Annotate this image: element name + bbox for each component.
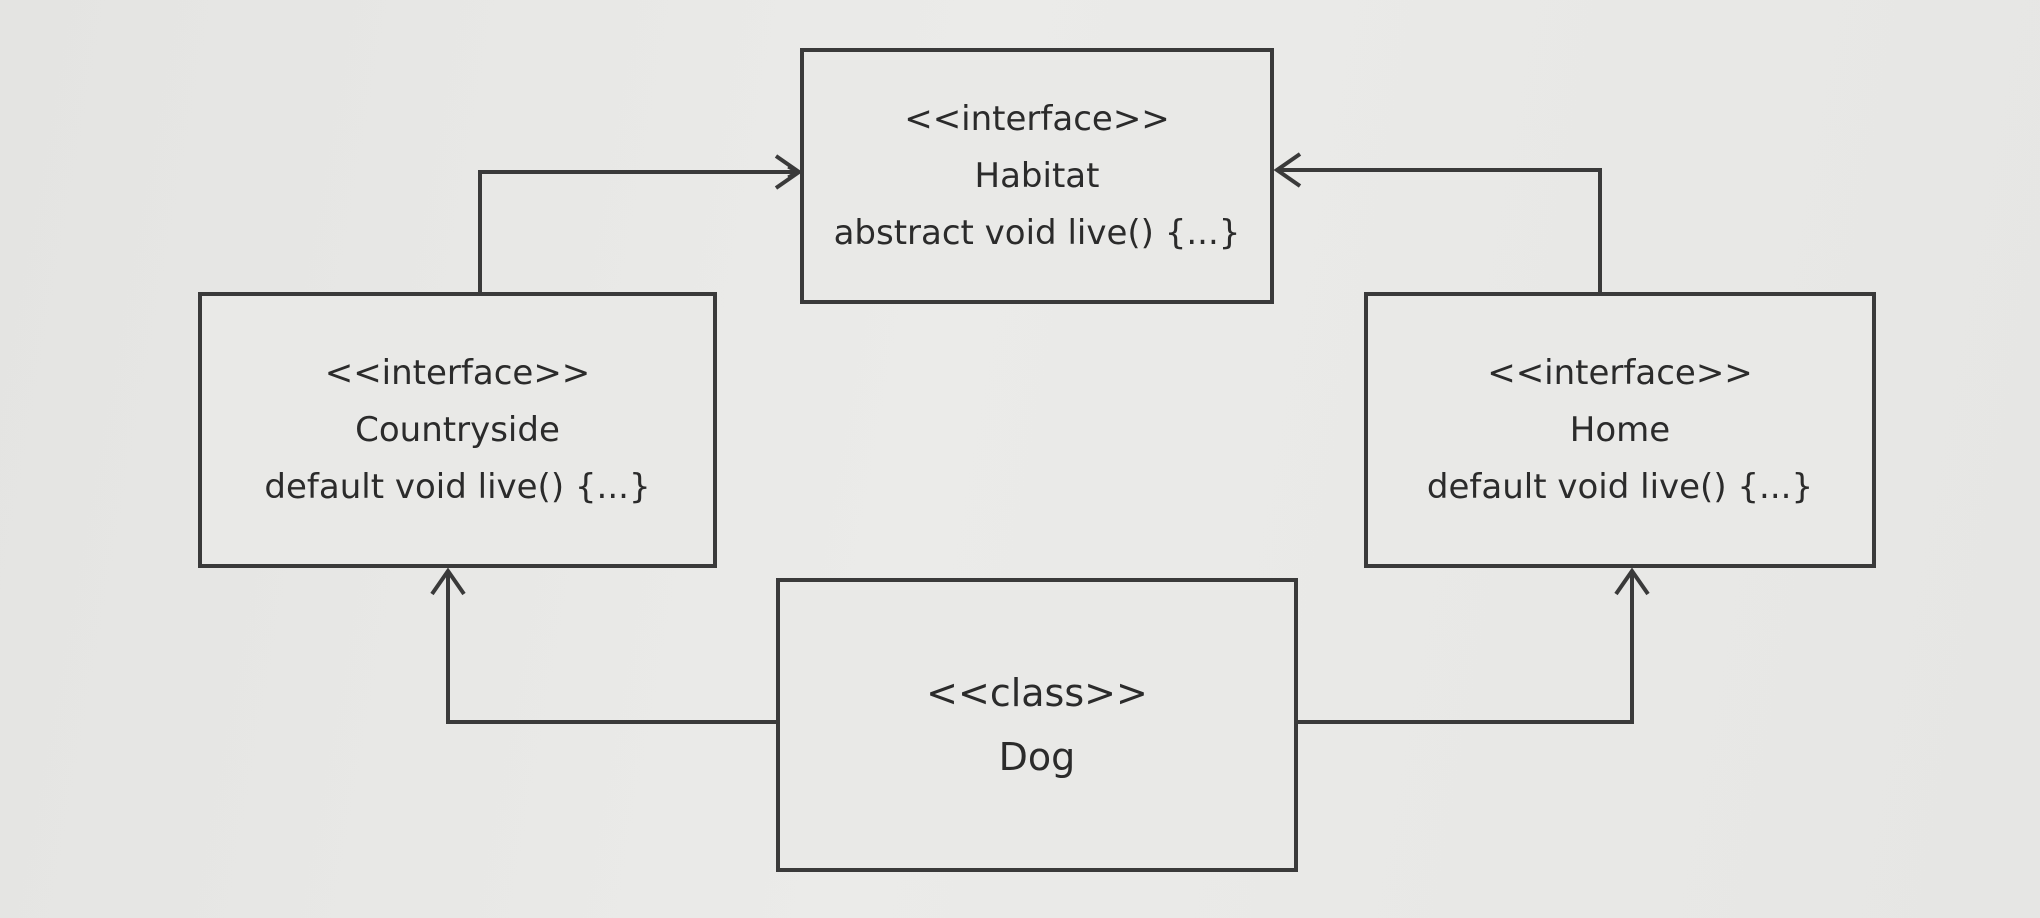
node-countryside: <<interface>> Countryside default void l… <box>198 292 717 568</box>
habitat-stereotype: <<interface>> <box>904 98 1170 139</box>
node-dog: <<class>> Dog <box>776 578 1298 872</box>
habitat-name: Habitat <box>974 155 1100 196</box>
node-habitat: <<interface>> Habitat abstract void live… <box>800 48 1274 304</box>
arrowhead-habitat-left <box>774 154 803 190</box>
home-name: Home <box>1569 409 1671 450</box>
countryside-method: default void live() {...} <box>264 466 651 507</box>
edge-dog-to-home <box>1296 572 1634 724</box>
home-stereotype: <<interface>> <box>1487 352 1753 393</box>
dog-stereotype: <<class>> <box>926 671 1148 715</box>
edge-home-to-habitat <box>1278 168 1602 292</box>
countryside-stereotype: <<interface>> <box>324 352 591 393</box>
habitat-method: abstract void live() {...} <box>833 212 1241 253</box>
edge-countryside-to-habitat <box>478 172 797 292</box>
arrowhead-home-bottom <box>1614 567 1650 596</box>
dog-name: Dog <box>998 735 1076 779</box>
home-method: default void live() {...} <box>1426 466 1814 507</box>
arrowhead-habitat-right <box>1273 152 1302 188</box>
node-home: <<interface>> Home default void live() {… <box>1364 292 1876 568</box>
arrowhead-countryside-bottom <box>430 567 466 596</box>
countryside-name: Countryside <box>355 409 560 450</box>
edge-dog-to-countryside <box>446 572 780 724</box>
